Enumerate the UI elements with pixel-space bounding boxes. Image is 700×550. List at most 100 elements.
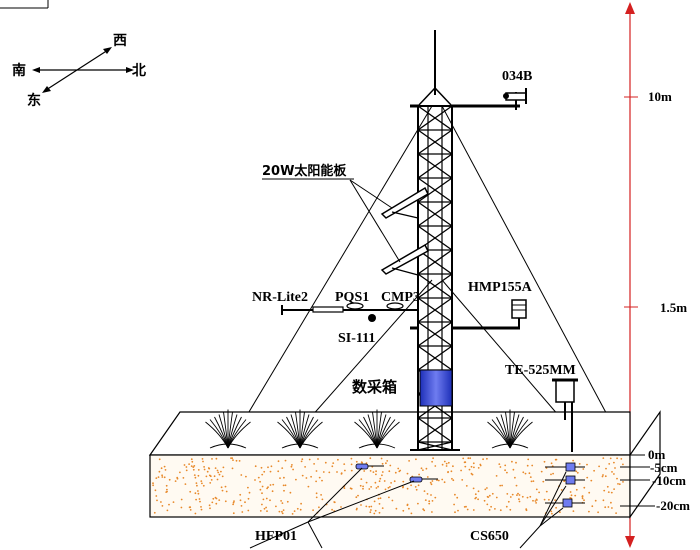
soil-grain <box>488 509 491 511</box>
soil-grain <box>532 499 534 502</box>
soil-grain <box>441 478 444 481</box>
soil-grain <box>555 506 557 509</box>
soil-grain <box>551 512 553 515</box>
soil-grain <box>241 511 244 513</box>
solar-leader-upper <box>349 179 393 209</box>
soil-grain <box>235 459 238 462</box>
soil-grain <box>422 469 424 471</box>
soil-grain <box>257 476 260 479</box>
soil-grain <box>514 476 516 479</box>
soil-grain <box>269 470 272 473</box>
soil-grain <box>292 468 294 471</box>
soil-grain <box>462 457 465 460</box>
soil-grain <box>576 471 579 474</box>
soil-grain <box>610 501 612 504</box>
soil-grain <box>208 467 211 470</box>
soil-grain <box>381 474 383 477</box>
soil-grain <box>239 493 242 496</box>
soil-grain <box>286 500 289 503</box>
soil-grain <box>543 498 546 501</box>
soil-grain <box>188 463 191 465</box>
soil-grain <box>603 489 606 492</box>
soil-grain <box>504 464 507 467</box>
soil-grain <box>559 511 561 514</box>
soil-grain <box>189 490 192 493</box>
soil-grain <box>282 484 285 487</box>
soil-grain <box>240 474 243 476</box>
soil-grain <box>296 507 299 510</box>
soil-grain <box>431 500 434 502</box>
soil-grain <box>486 457 488 460</box>
soil-grain <box>486 503 489 506</box>
soil-grain <box>575 470 578 473</box>
soil-grain <box>431 511 433 513</box>
soil-grain <box>526 464 529 467</box>
soil-grain <box>368 505 371 508</box>
soil-grain <box>289 491 292 494</box>
soil-grain <box>408 507 410 510</box>
soil-grain <box>538 491 540 494</box>
soil-grain <box>575 488 578 491</box>
shrub-base <box>491 443 529 449</box>
soil-grain <box>554 458 557 461</box>
soil-grain <box>183 464 186 466</box>
soil-grain <box>200 508 203 511</box>
soil-grain <box>197 474 200 477</box>
soil-grain <box>197 492 200 495</box>
soil-grain <box>153 511 156 514</box>
soil-grain <box>506 471 508 474</box>
soil-grain <box>437 479 440 482</box>
soil-grain <box>201 482 203 485</box>
soil-grain <box>336 471 338 473</box>
soil-grain <box>518 498 520 501</box>
soil-grain <box>180 498 183 501</box>
soil-grain <box>604 475 607 478</box>
soil-grain <box>484 488 487 491</box>
soil-grain <box>611 471 613 473</box>
soil-grain <box>583 499 585 502</box>
soil-grain <box>393 480 396 483</box>
soil-grain <box>375 473 377 476</box>
soil-grain <box>195 482 198 484</box>
soil-grain <box>198 498 201 500</box>
soil-grain <box>200 480 203 482</box>
soil-grain <box>499 466 502 468</box>
soil-grain <box>406 487 409 490</box>
soil-grain <box>521 495 524 498</box>
soil-grain <box>597 511 599 514</box>
nr-lite2-sensor <box>312 306 344 313</box>
label-pqs1: PQS1 <box>335 290 369 305</box>
soil-grain <box>471 473 474 476</box>
soil-grain <box>184 483 187 485</box>
soil-grain <box>193 465 196 467</box>
soil-grain <box>350 463 353 466</box>
lattice-brace <box>417 321 453 347</box>
soil-grain <box>340 506 342 508</box>
hmp155a-shield <box>511 299 527 319</box>
soil-grain <box>290 465 293 468</box>
soil-grain <box>217 471 220 474</box>
hfp-leader-3 <box>249 521 309 549</box>
lattice-brace <box>417 273 453 299</box>
soil-grain <box>429 481 432 484</box>
soil-grain <box>261 492 263 495</box>
soil-grain <box>616 457 618 460</box>
lattice-brace <box>417 177 453 203</box>
soil-grain <box>529 476 532 478</box>
soil-grain <box>205 475 208 478</box>
height-axis-arrow-down <box>625 536 635 548</box>
soil-grain <box>389 464 392 467</box>
soil-grain <box>479 463 482 466</box>
soil-grain <box>340 472 343 475</box>
soil-grain <box>540 470 543 473</box>
soil-grain <box>160 501 162 503</box>
soil-grain <box>305 477 308 479</box>
soil-grain <box>369 470 372 472</box>
soil-grain <box>431 460 433 463</box>
soil-grain <box>605 467 607 470</box>
soil-grain <box>516 494 518 496</box>
soil-grain <box>233 500 235 502</box>
soil-grain <box>210 479 213 481</box>
soil-grain <box>211 458 213 460</box>
soil-grain <box>259 510 262 512</box>
